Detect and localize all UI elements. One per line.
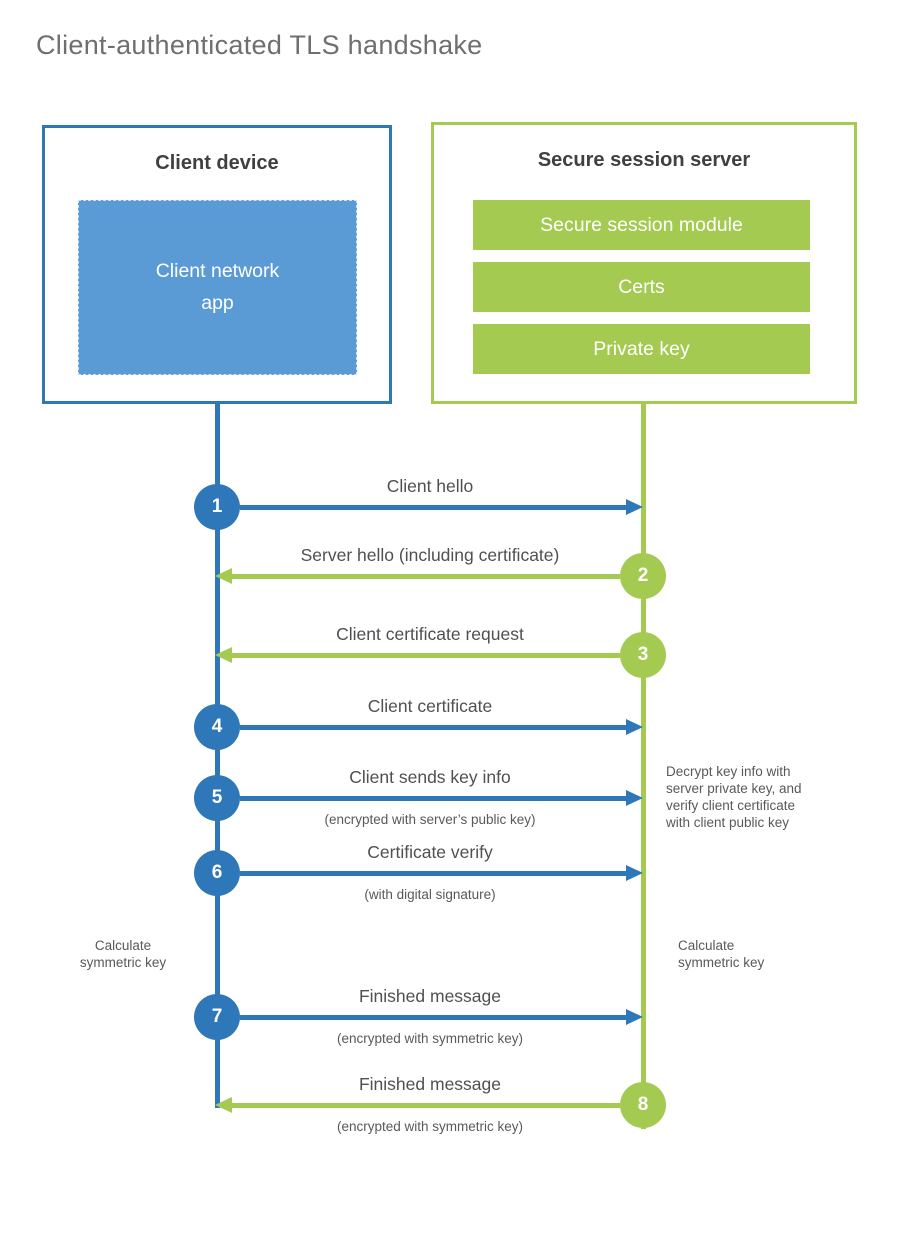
calculate-symmetric-key-note-client: Calculate symmetric key: [79, 938, 167, 970]
message-sublabel: (encrypted with symmetric key): [336, 1031, 524, 1046]
arrow-line: [240, 796, 626, 801]
arrow-line: [232, 1103, 620, 1108]
arrow-line: [240, 505, 626, 510]
arrow-head-icon: [215, 647, 232, 663]
server-lifeline: [641, 404, 646, 1129]
client-device-title: Client device: [155, 152, 279, 174]
server-module-bar: Secure session module: [473, 200, 810, 250]
message-label: Server hello (including certificate): [300, 545, 560, 565]
step-number-badge: 7: [194, 994, 240, 1040]
message-label: Client sends key info: [349, 767, 511, 787]
step-number-badge: 2: [620, 553, 666, 599]
message-label: Finished message: [358, 986, 502, 1006]
server-module-bar: Private key: [473, 324, 810, 374]
step-number-badge: 8: [620, 1082, 666, 1128]
arrow-head-icon: [626, 1009, 643, 1025]
client-device-box: Client device Client network app: [42, 125, 392, 404]
step-number-badge: 4: [194, 704, 240, 750]
secure-session-server-box: Secure session server Secure session mod…: [431, 122, 857, 404]
secure-session-server-title: Secure session server: [537, 149, 751, 171]
message-sublabel: (encrypted with server’s public key): [324, 812, 536, 827]
step-number-badge: 6: [194, 850, 240, 896]
message-sublabel: (encrypted with symmetric key): [336, 1119, 524, 1134]
arrow-line: [240, 1015, 626, 1020]
arrow-line: [232, 574, 620, 579]
client-network-app-box: Client network app: [78, 200, 357, 375]
arrow-head-icon: [626, 719, 643, 735]
arrow-line: [232, 653, 620, 658]
arrow-head-icon: [215, 568, 232, 584]
arrow-head-icon: [626, 790, 643, 806]
server-module-bar: Certs: [473, 262, 810, 312]
message-label: Finished message: [358, 1074, 502, 1094]
client-network-app-label: Client network app: [155, 260, 280, 314]
message-label: Client hello: [386, 476, 474, 496]
message-label: Client certificate request: [336, 624, 524, 644]
arrow-head-icon: [626, 865, 643, 881]
step-number-badge: 3: [620, 632, 666, 678]
arrow-head-icon: [215, 1097, 232, 1113]
message-sublabel: (with digital signature): [364, 887, 496, 902]
step-number-badge: 5: [194, 775, 240, 821]
arrow-head-icon: [626, 499, 643, 515]
step-number-badge: 1: [194, 484, 240, 530]
arrow-line: [240, 871, 626, 876]
page-title: Client-authenticated TLS handshake: [36, 30, 483, 60]
message-label: Certificate verify: [367, 842, 493, 862]
client-lifeline: [215, 404, 220, 1108]
calculate-symmetric-key-note-server: Calculate symmetric key: [678, 938, 765, 970]
decrypt-key-note: Decrypt key info with server private key…: [666, 764, 802, 830]
arrow-line: [240, 725, 626, 730]
message-label: Client certificate: [367, 696, 493, 716]
